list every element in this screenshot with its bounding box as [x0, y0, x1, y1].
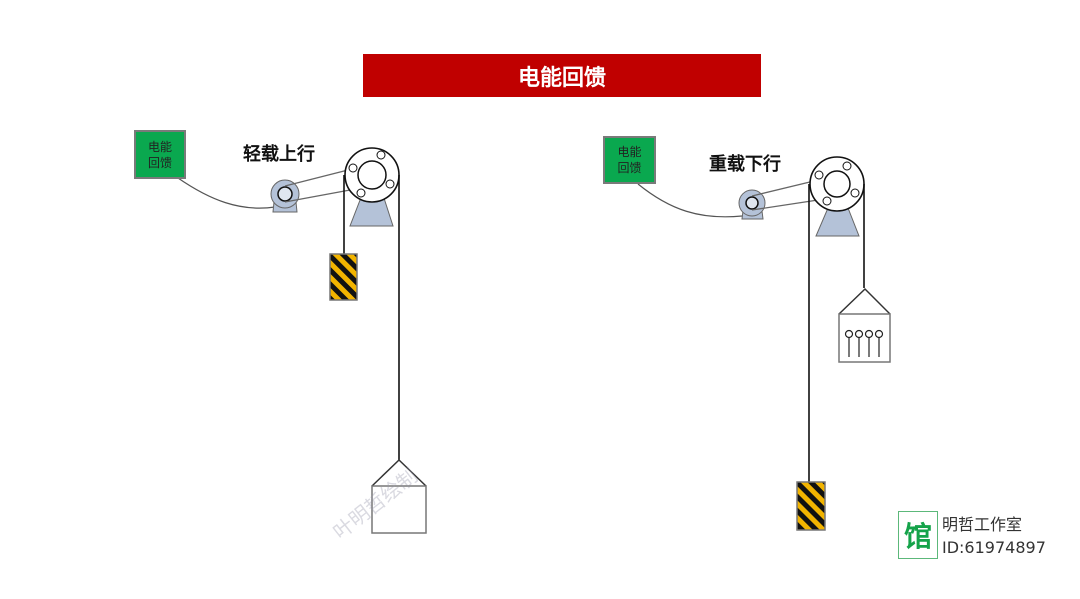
right-cable — [637, 183, 743, 218]
right-scene-machine — [637, 156, 891, 531]
title-banner: 电能回馈 — [363, 54, 761, 97]
left-cabin-empty — [371, 485, 427, 534]
left-box-line2: 回馈 — [147, 155, 172, 170]
passengers-icon — [844, 329, 884, 357]
right-scene-title: 重载下行 — [709, 154, 781, 175]
logo-icon: 馆 — [898, 511, 938, 559]
right-pulley-stand — [815, 207, 860, 237]
right-box-line2: 回馈 — [617, 161, 642, 175]
left-scene-machine — [177, 147, 427, 534]
title-text: 电能回馈 — [517, 65, 606, 91]
left-cable — [177, 177, 276, 209]
right-cabin-sling — [838, 287, 891, 315]
left-energy-feedback-box: 电能 回馈 — [134, 130, 186, 179]
right-box-line1: 电能 — [617, 145, 642, 159]
right-cabin-loaded — [838, 313, 891, 363]
right-energy-feedback-box: 电能 回馈 — [603, 136, 656, 184]
right-counterweight — [796, 481, 826, 531]
left-cabin-sling — [371, 458, 427, 487]
studio-credit: 明哲工作室 ID:61974897 — [942, 513, 1046, 559]
left-counterweight — [329, 253, 358, 301]
studio-id: ID:61974897 — [942, 538, 1046, 557]
left-scene-title: 轻载上行 — [243, 144, 315, 165]
studio-name: 明哲工作室 — [942, 515, 1023, 534]
left-box-line1: 电能 — [147, 139, 172, 154]
